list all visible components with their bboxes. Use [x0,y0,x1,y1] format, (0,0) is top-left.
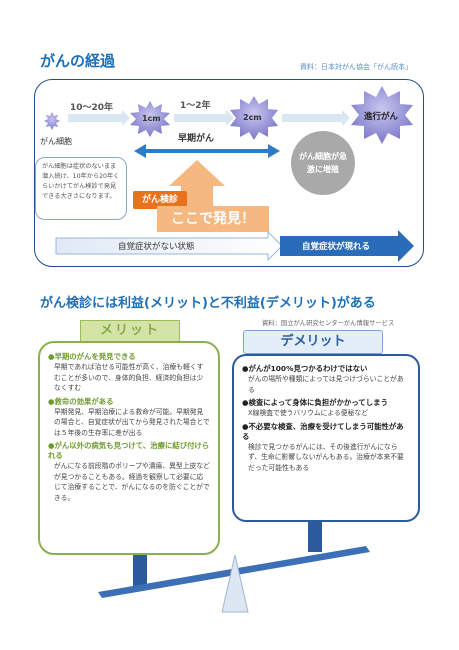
star-2cm [230,96,278,140]
cancer-course-graphic [44,86,414,262]
no-symptom-label: 自覚症状がない状態 [118,242,195,252]
star-advanced [351,86,413,144]
advanced-label: 進行がん [364,112,399,122]
arrow-1-2 [174,110,234,126]
demerit-body: 検診で見つかるがんには、その後進行がんにならず、生命に影響しないがんもある。治療… [248,442,404,472]
rapid-growth-bubble: がん細胞が急激に増殖 [291,131,355,195]
section-title-course: がんの経過 [40,52,116,70]
merit-head: ●早期のがんを発見できる [48,352,136,361]
merit-tab: メリット [80,320,180,342]
section-title-merit: がん検診には利益(メリット)と不利益(デメリット)がある [40,296,376,311]
symptom-arrow [280,230,414,262]
symptom-label: 自覚症状が現れる [302,242,371,252]
rapid-growth-text: がん細胞が急激に増殖 [299,152,347,174]
cancer-cell-star [44,112,60,130]
demerit-item: ●検査によって身体に負担がかかってしまう X線検査で使うバリウムによる便秘など [242,398,410,419]
cell-growth-note: がん細胞は症状のないまま潜入続け、10年から20年くらいかけてがん検診で発見でき… [35,157,127,220]
no-symptom-arrow [55,230,283,262]
merit-item: ●早期のがんを発見できる 早期であれば治せる可能性が高く、治療も軽くすむことが多… [48,352,210,394]
source-note-1: 資料：日本対がん協会「がん読本」 [300,63,412,71]
merit-item: ●救命の効果がある 早期発見、早期治療による救命が可能。早期発見の場合と、自覚症… [48,397,210,439]
screening-label: がん検診 [133,191,187,209]
demerit-head: ●がんが100%見つかるわけではない [242,364,368,373]
demerit-item: ●不必要な検査、治療を受けてしまう可能性がある 検診で見つかるがんには、その後進… [242,422,410,474]
demerit-head: ●不必要な検査、治療を受けてしまう可能性がある [242,421,404,441]
size-1cm: 1cm [142,114,161,123]
cancer-course-frame [34,79,424,267]
demerit-item: ●がんが100%見つかるわけではない がんの場所や種類によっては見つけづらいこと… [242,364,410,395]
cell-label: がん細胞 [40,137,72,146]
demerit-tab: デメリット [243,330,383,354]
merit-body: 早期発見、早期治療による救命が可能。早期発見の場合と、自覚症状が出てから発見され… [54,407,210,437]
merit-head: ●救命の効果がある [48,396,114,406]
demerit-body: がんの場所や種類によっては見つけづらいことがある [248,375,404,394]
merit-head: ●がん以外の病気も見つけて、治療に結び付けられる [48,441,210,460]
merit-box: ●早期のがんを発見できる 早期であれば治せる可能性が高く、治療も軽くすむことが多… [38,341,220,555]
merit-body: がんになる前段階のポリープや潰瘍、異型上皮などが見つかることもある。経過を観察し… [54,462,210,502]
demerit-head: ●検査によって身体に負担がかかってしまう [242,398,388,407]
early-label: 早期がん [178,134,215,144]
years-10-20: 10〜20年 [70,103,114,113]
found-here-label: ここで発見！ [157,206,269,232]
size-2cm: 2cm [243,113,262,122]
demerit-body: X線検査で使うバリウムによる便秘など [248,409,368,417]
source-note-2: 資料：国立がん研究センターがん情報サービス [262,320,395,327]
arrow-10-20 [68,110,130,126]
merit-body: 早期であれば治せる可能性が高く、治療も軽くすむことが多いので、身体的負担、経済的… [54,363,204,392]
star-1cm [130,101,170,137]
merit-item: ●がん以外の病気も見つけて、治療に結び付けられる がんになる前段階のポリープや潰… [48,441,210,503]
demerit-box: ●がんが100%見つかるわけではない がんの場所や種類によっては見つけづらいこと… [232,354,420,522]
arrow-to-advanced [282,110,350,126]
years-1-2: 1〜2年 [180,101,211,111]
